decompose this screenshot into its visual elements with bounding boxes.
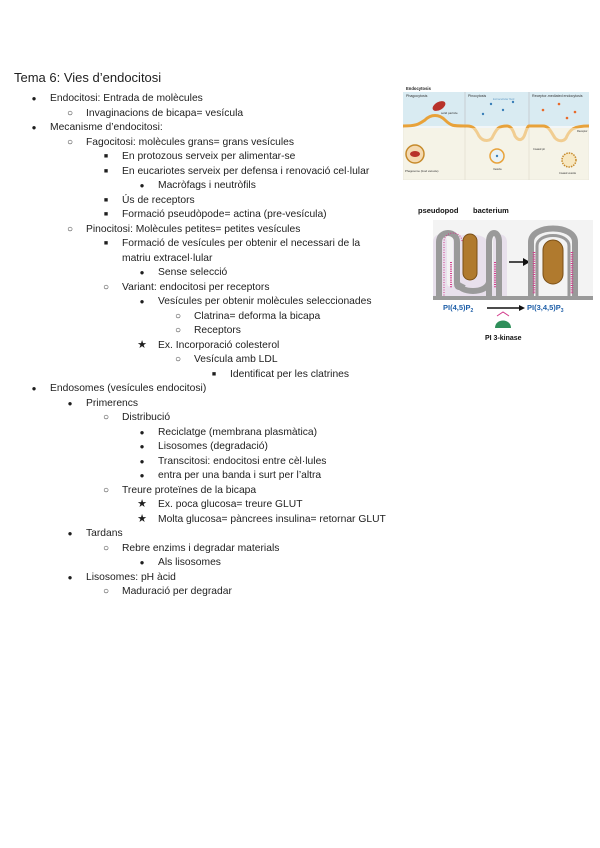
bullet-icon: ■: [103, 167, 109, 175]
bullet-icon: ●: [67, 529, 73, 538]
fig2-bacterium-label: bacterium: [473, 206, 509, 215]
bullet-icon: ○: [102, 412, 110, 423]
outline-item: Invaginacions de bicapa= vesícula: [86, 107, 244, 119]
bullet-icon: ○: [174, 310, 182, 322]
fig1-col-pinocytosis: Pinocytosis: [468, 94, 486, 98]
outline-item: Vesícules per obtenir molècules seleccio…: [158, 296, 372, 307]
outline-item: Distribució: [122, 412, 171, 423]
outline-item: Transcitosi: endocitosi entre cèl·lules: [158, 455, 327, 467]
outline-item: Pinocitosi: Molècules petites= petites v…: [86, 223, 301, 235]
bullet-icon: ○: [102, 281, 110, 293]
outline-item: Ex. Incorporació colesterol: [158, 339, 280, 351]
bullet-icon: ●: [67, 572, 73, 582]
fig1-coated-pit: Coated pit: [533, 147, 545, 151]
bullet-icon: ●: [31, 384, 37, 393]
outline-item: Lisosomes: pH àcid: [86, 571, 176, 583]
outline-item: Molta glucosa= pàncrees insulina= retorn…: [158, 513, 386, 525]
outline-item: matriu extracel·lular: [122, 252, 213, 264]
bullet-icon: ○: [66, 223, 74, 235]
pseudopod-diagram: pseudopod bacterium actin PI(4,5)P2 PI(3…: [418, 206, 593, 342]
outline-item: Tardans: [86, 528, 123, 539]
bullet-icon: ■: [103, 211, 109, 218]
bullet-icon: ★: [137, 512, 147, 525]
fig1-header: Endocytosis: [406, 86, 432, 91]
outline-item: Sense selecció: [158, 267, 228, 278]
outline-item: Treure proteïnes de la bicapa: [122, 484, 257, 496]
fig1-coated-vesicle: Coated vesicle: [559, 171, 577, 175]
outline-item: Receptors: [194, 325, 241, 336]
outline-item: En protozous serveix per alimentar-se: [122, 151, 296, 162]
bullet-icon: ●: [139, 268, 145, 277]
bullet-icon: ○: [102, 586, 110, 597]
outline-item: Rebre enzims i degradar materials: [122, 542, 280, 554]
outline-item: Endosomes (vesícules endocitosi): [50, 383, 207, 394]
outline-item: Maduració per degradar: [122, 586, 232, 597]
outline-item: Primerencs: [86, 397, 139, 409]
bullet-icon: ●: [31, 94, 37, 103]
fig1-receptor: Receptor: [577, 129, 588, 133]
bullet-icon: ■: [103, 240, 109, 247]
fig2-pip2: PI(4,5)P2: [443, 303, 474, 314]
outline-item: Mecanisme d’endocitosi:: [50, 122, 163, 133]
bullet-icon: ○: [66, 136, 74, 148]
bullet-icon: ■: [211, 370, 217, 378]
fig2-pip3: PI(3,4,5)P3: [527, 303, 564, 314]
fig2-pseudopod-label: pseudopod: [418, 206, 459, 215]
outline-item: Clatrina= deforma la bicapa: [194, 310, 321, 322]
bullet-icon: ●: [139, 427, 145, 437]
outline-item: En eucariotes serveix per defensa i reno…: [122, 165, 370, 177]
outline-item: Formació de vesícules per obtenir el nec…: [122, 238, 361, 249]
outline-item: Ex. poca glucosa= treure GLUT: [158, 499, 303, 510]
outline-item: Formació pseudòpode= actina (pre-vesícul…: [122, 209, 327, 220]
bullet-icon: ■: [103, 196, 109, 204]
bullet-icon: ●: [31, 123, 37, 132]
bullet-icon: ●: [67, 398, 73, 408]
bullet-icon: ○: [174, 354, 182, 365]
bullet-icon: ■: [103, 153, 109, 160]
bullet-icon: ●: [139, 181, 145, 190]
outline-item: Endocitosi: Entrada de molècules: [50, 93, 203, 104]
fig2-kinase: PI 3-kinase: [485, 335, 522, 342]
outline-item: Identificat per les clatrines: [230, 368, 350, 380]
fig1-extracellular-fluid: Extracellular fluid: [493, 97, 515, 101]
bullet-icon: ○: [66, 107, 74, 119]
outline-item: Macròfags i neutròfils: [158, 180, 256, 191]
outline-item: Als lisosomes: [158, 557, 221, 568]
outline-item: Fagocitosi: molècules grans= grans vesíc…: [86, 136, 295, 148]
outline-item: Variant: endocitosi per receptors: [122, 281, 270, 293]
endocytosis-diagram: Endocytosis Phagocytosis Pinocytosis Rec…: [403, 84, 589, 180]
bullet-icon: ●: [139, 471, 145, 480]
fig1-food-vacuole: Phagosome (food vacuole): [405, 169, 438, 173]
fig1-vesicle: Vesicle: [493, 167, 502, 171]
outline-item: Reciclatge (membrana plasmàtica): [158, 426, 318, 438]
bullet-icon: ★: [137, 338, 147, 351]
bullet-icon: ○: [174, 325, 182, 336]
outline-item: Lisosomes (degradació): [158, 441, 268, 452]
bullet-icon: ●: [139, 456, 145, 466]
page-title: Tema 6: Vies d’endocitosi: [14, 70, 162, 85]
fig1-solid-particle: solid particle: [441, 111, 458, 115]
outline-item: entra per una banda i surt per l’altra: [158, 470, 322, 481]
bullet-icon: ○: [102, 484, 110, 496]
bullet-icon: ○: [102, 542, 110, 554]
bullet-icon: ●: [139, 442, 145, 451]
fig1-col-phagocytosis: Phagocytosis: [406, 94, 428, 98]
bullet-icon: ★: [137, 498, 147, 510]
outline-item: Ús de receptors: [122, 194, 195, 206]
bullet-icon: ●: [139, 297, 145, 306]
bullet-icon: ●: [139, 558, 145, 567]
outline-item: Vesícula amb LDL: [194, 354, 278, 365]
fig1-col-receptor: Receptor-mediated endocytosis: [532, 94, 583, 98]
